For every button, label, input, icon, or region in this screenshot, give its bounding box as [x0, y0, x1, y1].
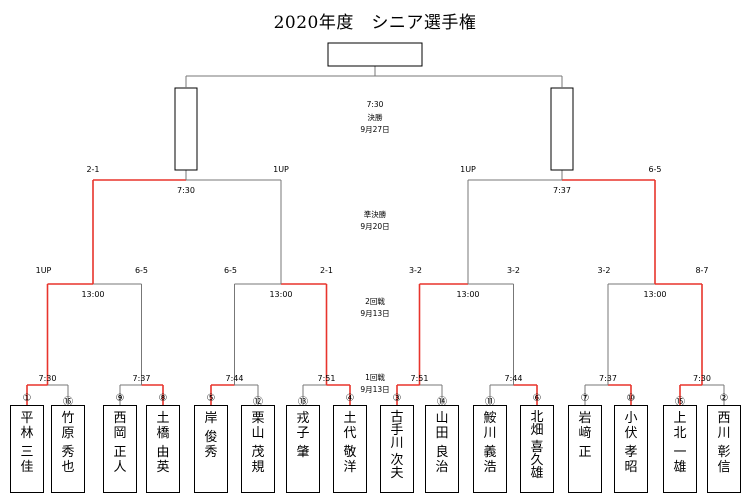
round2-time: 13:00	[81, 290, 105, 299]
seed-number: ⑨	[115, 393, 125, 404]
round1-time: 7:37	[599, 374, 617, 383]
page-title: 2020年度 シニア選手権	[273, 13, 477, 33]
round1-time: 7:44	[504, 374, 523, 383]
seed-number: ⑬	[298, 397, 308, 408]
seed-number: ⑯	[63, 397, 73, 408]
player-name-box: 土代 敬洋	[333, 405, 367, 493]
player-name-box: 竹原 秀也	[51, 405, 85, 493]
player-name-box: 北畑 喜久雄	[520, 405, 554, 493]
player-name: 平林 三佳	[20, 411, 34, 475]
seed-number: ⑫	[253, 397, 263, 408]
seed-number: ⑪	[485, 397, 495, 408]
semifinal-round-label: 9月20日	[360, 222, 390, 231]
seed-number: ④	[345, 393, 355, 404]
round2-score: 3-2	[408, 266, 423, 275]
player-name: 西川 彰信	[717, 411, 731, 475]
semifinal-time: 7:37	[553, 186, 571, 195]
final-round-label: 9月27日	[360, 125, 390, 134]
seed-number: ⑧	[158, 393, 168, 404]
player-name: 栗山 茂規	[251, 411, 265, 475]
round2-time: 13:00	[269, 290, 293, 299]
round1-time: 7:37	[132, 374, 151, 383]
round2-score: 3-2	[506, 266, 521, 275]
round2-score: 6-5	[223, 266, 238, 275]
final-round-label: 決勝	[367, 113, 383, 122]
round1-time: 7:51	[317, 374, 336, 383]
player-name: 竹原 秀也	[61, 411, 75, 475]
seed-number: ③	[392, 393, 402, 404]
player-name: 岸 俊秀	[204, 411, 218, 460]
final-round-label: 7:30	[366, 100, 384, 109]
round2-label: 9月13日	[360, 309, 390, 318]
seed-number: ②	[719, 393, 729, 404]
round1-time: 7:30	[693, 374, 711, 383]
player-name: 上北 一雄	[673, 411, 687, 475]
seed-number: ①	[22, 393, 32, 404]
round2-score: 6-5	[134, 266, 149, 275]
round2-score: 1UP	[35, 266, 52, 275]
player-name-box: 戎子 肇	[286, 405, 320, 493]
seed-number: ⑩	[626, 393, 636, 404]
player-name: 山田 良治	[435, 411, 449, 475]
player-name-box: 平林 三佳	[10, 405, 44, 493]
round1-label: 9月13日	[360, 385, 390, 394]
seed-number: ⑥	[532, 393, 542, 404]
semifinal-score: 2-1	[86, 165, 100, 174]
round2-score: 8-7	[695, 266, 709, 275]
seed-number: ⑤	[206, 393, 216, 404]
champion-box	[327, 42, 423, 67]
round1-time: 7:44	[225, 374, 244, 383]
semifinal-winner-box	[174, 87, 198, 171]
round1-time: 7:51	[410, 374, 429, 383]
seed-number: ⑦	[580, 393, 590, 404]
semifinal-winner-box	[550, 87, 574, 171]
semifinal-time: 7:30	[177, 186, 195, 195]
player-name-box: 土橋 由英	[146, 405, 180, 493]
round1-time: 7:30	[38, 374, 57, 383]
player-name-box: 古手川 次夫	[380, 405, 414, 493]
player-name-box: 小伏 孝昭	[614, 405, 648, 493]
player-name: 西岡 正人	[113, 411, 127, 475]
semifinal-score: 1UP	[460, 165, 476, 174]
player-name: 古手川 次夫	[390, 410, 404, 481]
seed-number: ⑭	[437, 397, 447, 408]
semifinal-round-label: 準決勝	[363, 210, 387, 219]
round2-label: 2回戦	[365, 297, 385, 306]
player-name-box: 西岡 正人	[103, 405, 137, 493]
round2-score: 2-1	[319, 266, 334, 275]
player-name: 北畑 喜久雄	[530, 410, 544, 481]
round2-time: 13:00	[643, 290, 667, 299]
round2-score: 3-2	[597, 266, 611, 275]
seed-number: ⑮	[675, 397, 685, 408]
player-name-box: 西川 彰信	[707, 405, 741, 493]
player-name: 土橋 由英	[156, 411, 170, 475]
semifinal-score: 1UP	[273, 165, 289, 174]
player-name-box: 鮟川 義浩	[473, 405, 507, 493]
player-name: 土代 敬洋	[343, 411, 357, 475]
player-name-box: 山田 良治	[425, 405, 459, 493]
player-name: 小伏 孝昭	[624, 411, 638, 475]
semifinal-score: 6-5	[648, 165, 662, 174]
player-name-box: 栗山 茂規	[241, 405, 275, 493]
player-name-box: 岸 俊秀	[194, 405, 228, 493]
round2-time: 13:00	[456, 290, 480, 299]
player-name-box: 上北 一雄	[663, 405, 697, 493]
round1-label: 1回戦	[365, 373, 385, 382]
player-name: 鮟川 義浩	[483, 411, 497, 475]
player-name: 戎子 肇	[296, 411, 310, 460]
